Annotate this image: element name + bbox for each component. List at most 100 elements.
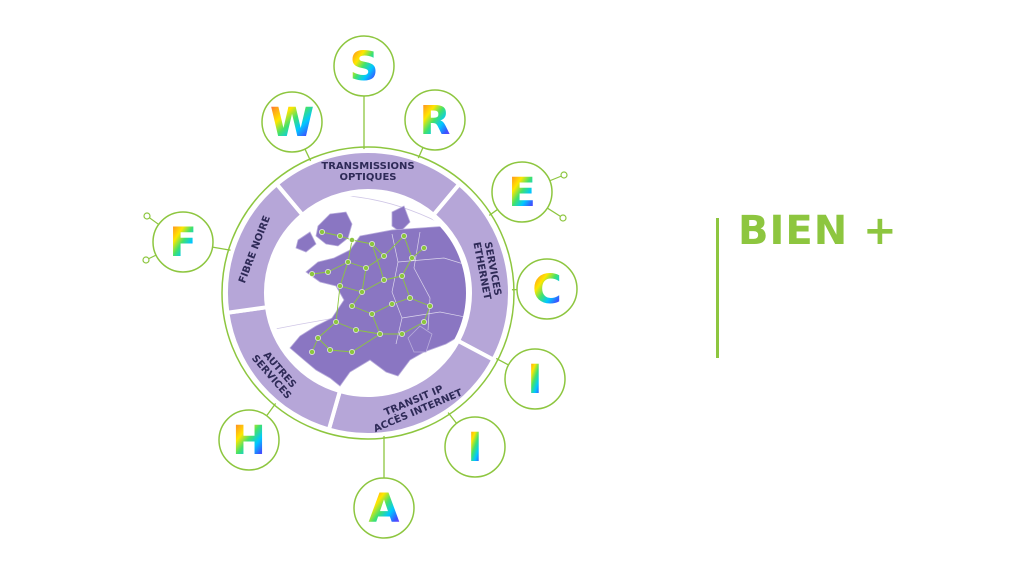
letter-bubble-w: W xyxy=(261,91,323,153)
rainbow-letter: A xyxy=(369,486,400,532)
letter-bubble-circle xyxy=(218,409,280,471)
letter-bubble-circle xyxy=(491,161,553,223)
network-node xyxy=(337,233,343,239)
network-link xyxy=(401,275,411,299)
network-link xyxy=(329,349,353,353)
divider-bar xyxy=(716,218,719,358)
network-node xyxy=(353,327,359,333)
network-node xyxy=(327,347,333,353)
network-link xyxy=(351,333,381,353)
network-link xyxy=(361,267,367,293)
network-node xyxy=(363,265,369,271)
map-border xyxy=(391,233,403,345)
letter-bubble-circle xyxy=(261,91,323,153)
network-link xyxy=(383,235,405,257)
letter-bubble-circle xyxy=(353,477,415,539)
network-node xyxy=(421,245,427,251)
brand-title: BIEN + xyxy=(738,208,898,254)
network-link xyxy=(335,321,357,331)
letter-bubble-circle xyxy=(333,35,395,97)
network-node xyxy=(399,331,405,337)
network-node xyxy=(369,311,375,317)
network-link xyxy=(401,257,413,277)
rainbow-letter: I xyxy=(528,357,543,403)
network-link xyxy=(339,261,349,287)
map-landmass xyxy=(391,205,411,233)
rainbow-letter: W xyxy=(270,100,314,146)
network-node xyxy=(421,319,427,325)
network-link xyxy=(339,285,363,293)
network-node xyxy=(333,319,339,325)
segment-fibre-noire xyxy=(224,181,306,316)
rainbow-letter: E xyxy=(508,170,535,216)
letter-bubble-circle xyxy=(516,258,578,320)
network-node xyxy=(427,303,433,309)
segment-label-line: OPTIQUES xyxy=(339,172,396,183)
letter-bubble-i: I xyxy=(504,348,566,410)
network-node xyxy=(359,289,365,295)
network-node xyxy=(369,241,375,247)
letter-bubble-e: E xyxy=(491,161,553,223)
letter-bubble-s: S xyxy=(333,35,395,97)
branch-node xyxy=(560,171,568,179)
network-link xyxy=(321,231,341,237)
rainbow-letter: S xyxy=(350,44,379,90)
network-link xyxy=(401,321,425,335)
network-link xyxy=(335,285,341,323)
network-link xyxy=(371,243,385,281)
network-node xyxy=(377,331,383,337)
network-link xyxy=(361,279,385,293)
letter-bubble-circle xyxy=(152,211,214,273)
rainbow-letter: H xyxy=(232,418,265,464)
network-link xyxy=(383,275,403,281)
segment-label-line: TRANSMISSIONS xyxy=(321,161,414,172)
network-node xyxy=(401,233,407,239)
outer-ring xyxy=(221,146,515,440)
map-landmass xyxy=(407,325,433,353)
branch-node xyxy=(143,212,151,220)
network-link xyxy=(351,305,373,315)
network-link xyxy=(355,329,381,335)
network-node xyxy=(309,271,315,277)
letter-bubble-circle xyxy=(404,89,466,151)
network-link xyxy=(365,255,385,269)
letter-bubble-a: A xyxy=(353,477,415,539)
letter-bubble-f: F xyxy=(152,211,214,273)
network-link xyxy=(371,303,393,315)
rainbow-letter: R xyxy=(420,98,451,144)
network-node xyxy=(337,283,343,289)
network-node xyxy=(399,273,405,279)
branch-node xyxy=(142,256,150,264)
network-link xyxy=(351,239,373,245)
map-landmass xyxy=(315,211,353,247)
letter-bubble-circle xyxy=(504,348,566,410)
map-border xyxy=(401,311,466,319)
network-node xyxy=(381,253,387,259)
network-link xyxy=(347,239,353,263)
network-node xyxy=(345,259,351,265)
letter-bubble-h: H xyxy=(218,409,280,471)
europe-map xyxy=(270,195,466,387)
network-link xyxy=(403,235,413,259)
network-node xyxy=(407,295,413,301)
letter-bubble-circle xyxy=(444,416,506,478)
network-node xyxy=(319,229,325,235)
network-node xyxy=(349,349,355,355)
network-link xyxy=(391,297,411,305)
map-border xyxy=(397,257,466,267)
network-node xyxy=(349,237,355,243)
network-link xyxy=(327,261,349,273)
network-link xyxy=(371,313,381,335)
rainbow-letter: I xyxy=(468,425,483,471)
network-node xyxy=(381,277,387,283)
network-node xyxy=(389,301,395,307)
branch-node xyxy=(559,214,567,222)
network-node xyxy=(315,335,321,341)
letter-bubble-i: I xyxy=(444,416,506,478)
network-link xyxy=(317,321,337,339)
rainbow-letter: F xyxy=(169,220,196,266)
letter-bubble-c: C xyxy=(516,258,578,320)
network-link xyxy=(409,297,431,307)
